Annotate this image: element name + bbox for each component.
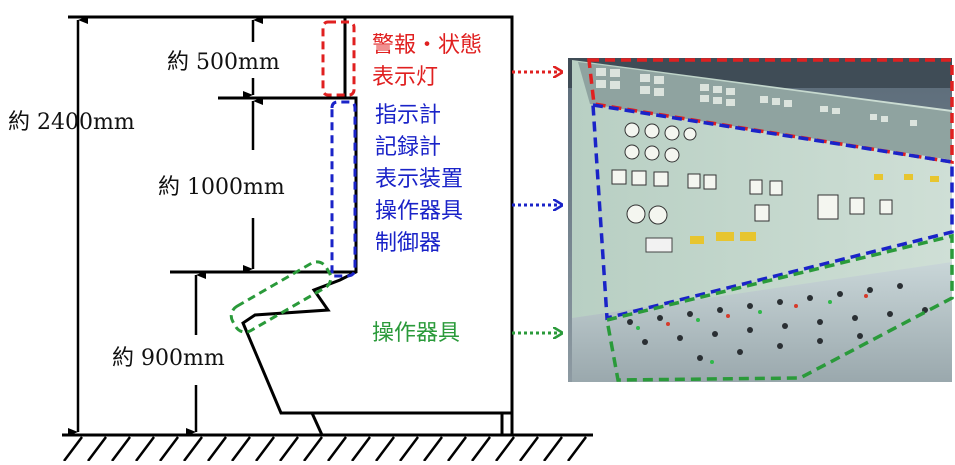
ground <box>62 433 593 462</box>
control-zone-label: 操作器具 <box>372 321 461 346</box>
total-height-label: 約 2400mm <box>8 110 135 135</box>
top-height-label: 約 500mm <box>167 50 280 75</box>
alarm-zone-line-1: 警報・状態 <box>372 33 483 58</box>
instrument-zone-line-2: 記録計 <box>375 135 442 160</box>
alarm-zone-label: 警報・状態 表示灯 <box>372 30 482 94</box>
instrument-zone-line-4: 操作器具 <box>375 199 464 224</box>
instrument-zone-line-5: 制御器 <box>375 231 442 256</box>
middle-height-label: 約 1000mm <box>158 175 285 200</box>
instrument-zone-marker <box>330 100 357 278</box>
instrument-zone-line-3: 表示装置 <box>375 167 464 192</box>
alarm-zone-marker <box>321 20 356 97</box>
alarm-zone-line-2: 表示灯 <box>372 65 439 90</box>
instrument-zone-line-1: 指示計 <box>375 103 442 128</box>
instrument-zone-label: 指示計 記録計 表示装置 操作器具 制御器 <box>375 100 463 260</box>
bottom-height-label: 約 900mm <box>112 346 225 371</box>
control-room-photo <box>568 58 954 382</box>
dimension-arrows <box>68 15 263 436</box>
control-zone-marker <box>229 260 333 334</box>
